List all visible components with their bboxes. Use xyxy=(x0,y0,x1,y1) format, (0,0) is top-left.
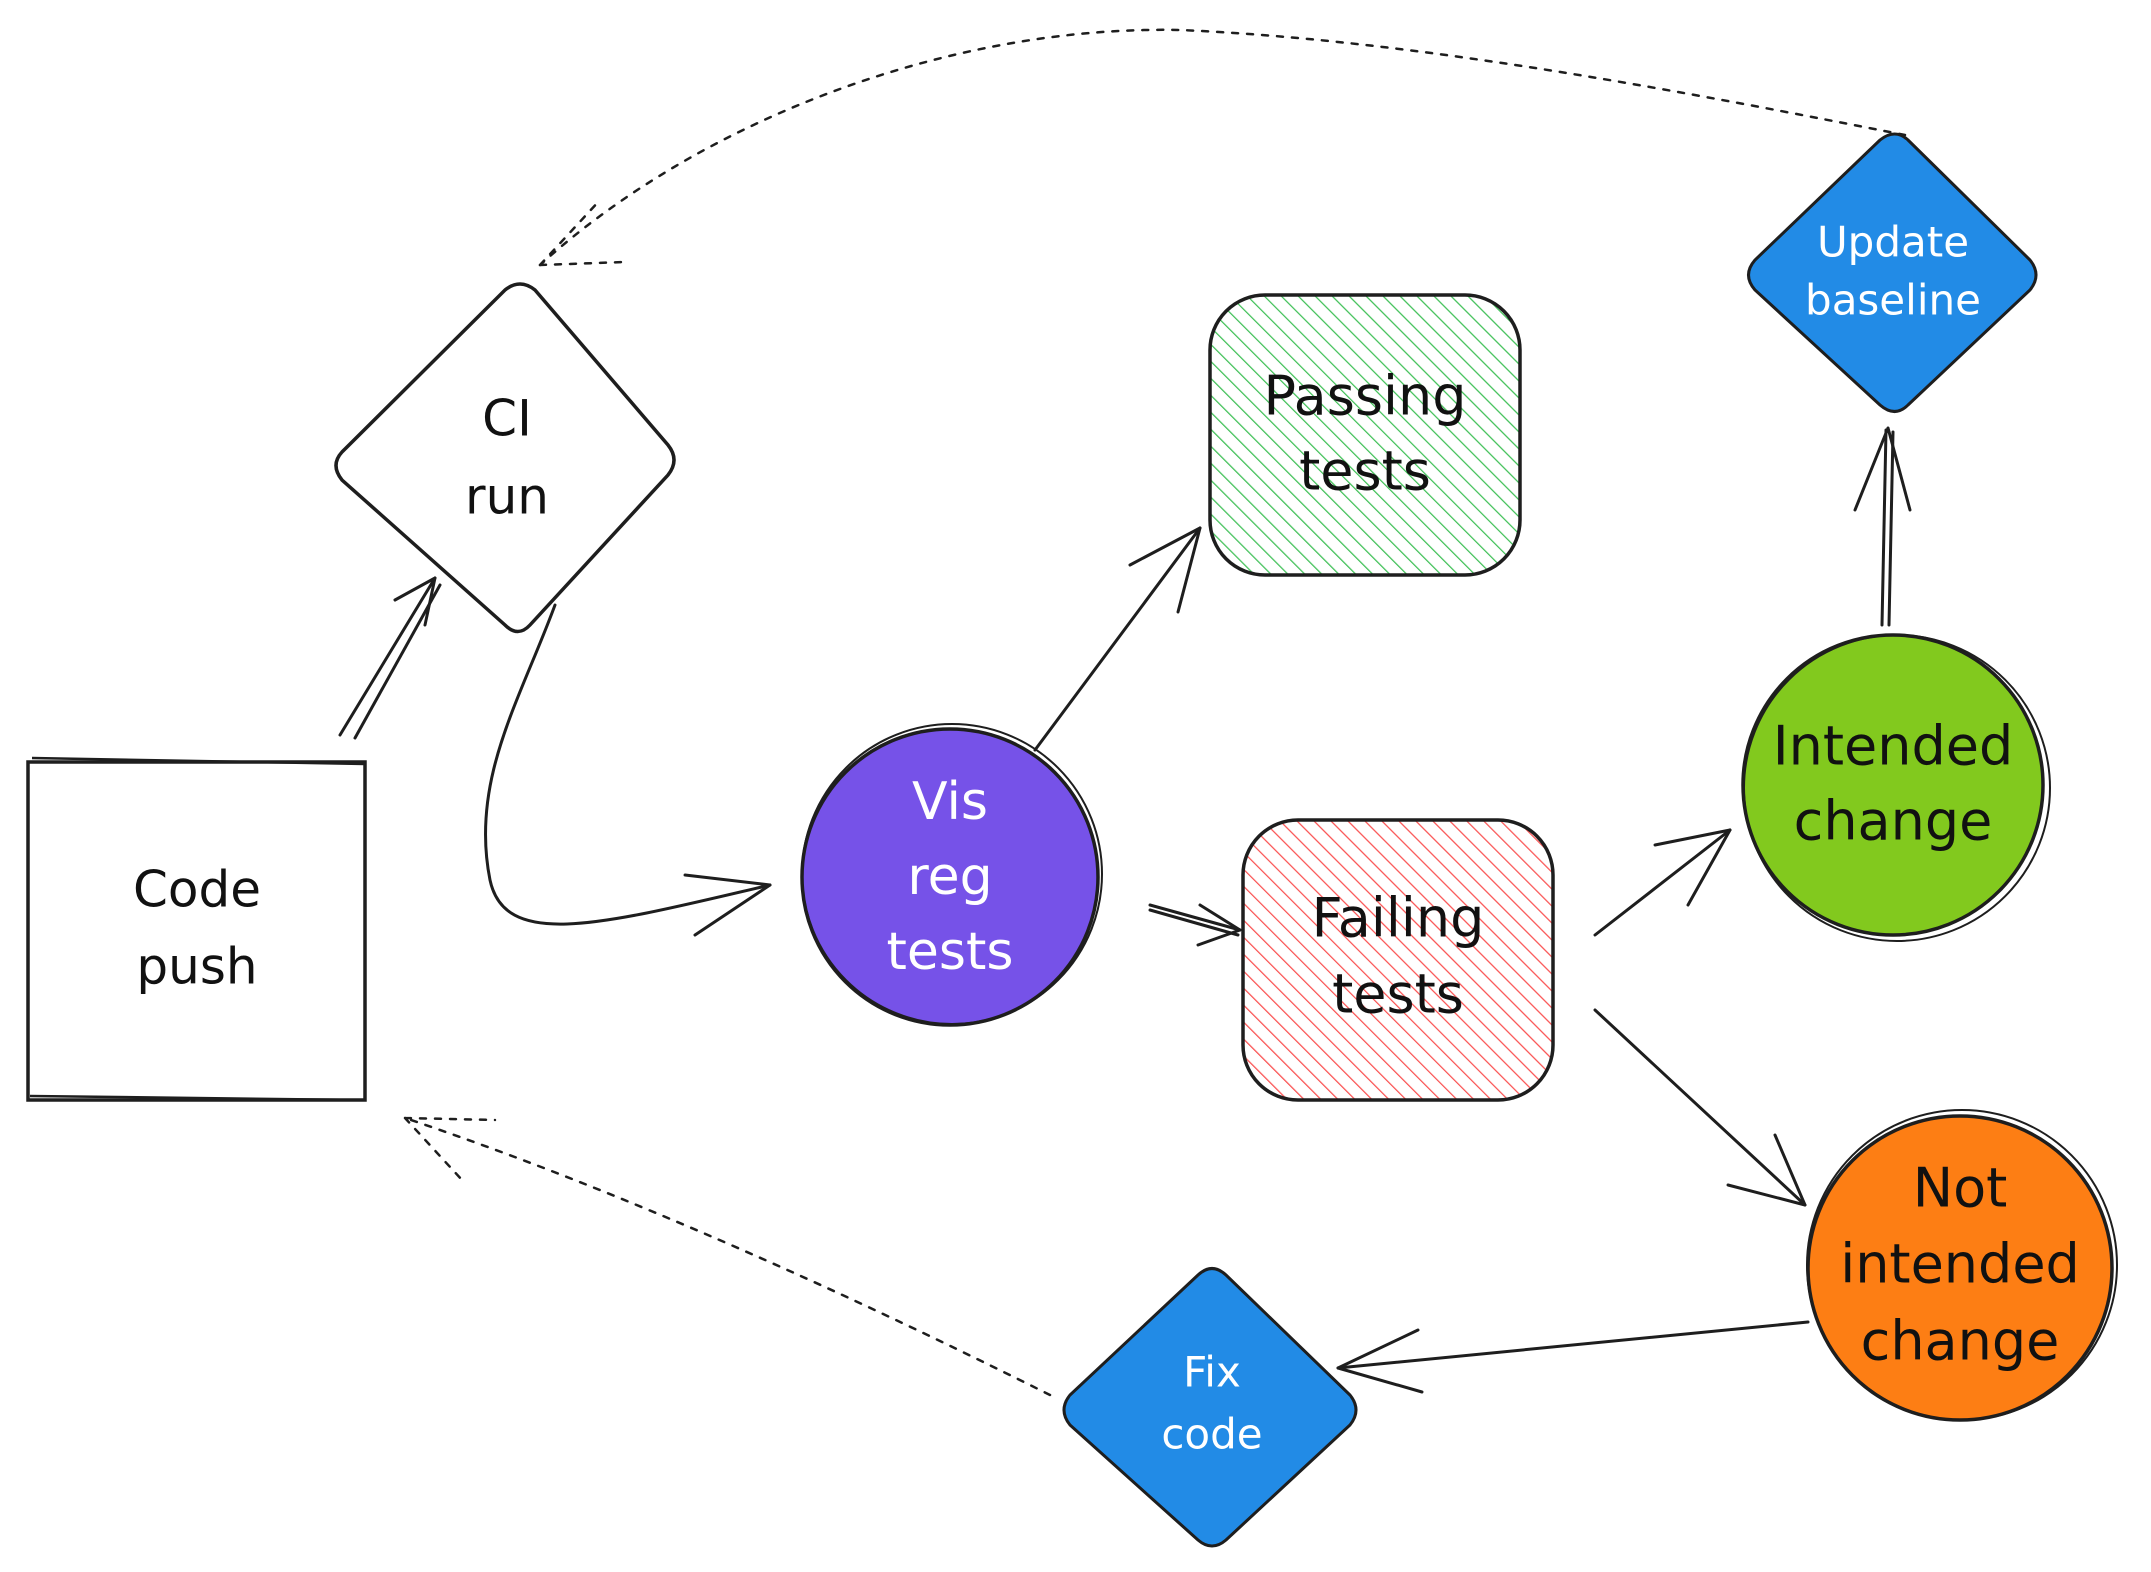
node-update-baseline[interactable]: Update baseline xyxy=(1747,132,2038,413)
ci-run-label-line2: run xyxy=(465,468,549,526)
arrow-visreg-to-passing xyxy=(1033,526,1202,752)
fix-code-label-line2: code xyxy=(1161,1410,1262,1459)
arrow-failing-to-intended xyxy=(1593,828,1732,937)
failing-label-line2: tests xyxy=(1332,963,1464,1026)
passing-label-line2: tests xyxy=(1299,440,1431,503)
arrow-intended-to-update xyxy=(1853,426,1912,627)
node-fix-code[interactable]: Fix code xyxy=(1062,1267,1358,1548)
vis-reg-label-line1: Vis xyxy=(912,772,988,832)
arrow-failing-to-not-intended xyxy=(1593,1008,1807,1207)
arrow-ci-to-visreg xyxy=(483,603,772,937)
dashed-arrow-update-to-ci xyxy=(538,28,1907,267)
connectors xyxy=(338,28,1912,1397)
arrow-code-push-to-ci xyxy=(338,576,442,740)
code-push-label-line2: push xyxy=(136,938,257,996)
passing-label-line1: Passing xyxy=(1263,365,1466,428)
update-baseline-label-line2: baseline xyxy=(1805,276,1981,325)
node-passing-tests[interactable]: Passing tests xyxy=(1208,293,1522,577)
node-failing-tests[interactable]: Failing tests xyxy=(1241,818,1555,1102)
dashed-arrow-fix-to-code-push xyxy=(403,1116,1052,1397)
node-vis-reg-tests[interactable]: Vis reg tests xyxy=(800,723,1103,1027)
arrow-not-intended-to-fix xyxy=(1336,1320,1810,1394)
fix-code-label-line1: Fix xyxy=(1183,1348,1241,1397)
node-ci-run[interactable]: CI run xyxy=(334,282,676,634)
vis-reg-label-line2: reg xyxy=(907,847,992,907)
failing-label-line1: Failing xyxy=(1312,887,1485,950)
code-push-label-line1: Code xyxy=(133,861,261,919)
arrow-visreg-to-failing xyxy=(1148,903,1242,947)
not-intended-label-line3: change xyxy=(1861,1310,2060,1373)
node-intended-change[interactable]: Intended change xyxy=(1741,633,2051,942)
node-not-intended-change[interactable]: Not intended change xyxy=(1806,1109,2118,1422)
intended-label-line1: Intended xyxy=(1773,715,2014,778)
vis-reg-label-line3: tests xyxy=(887,922,1014,982)
update-baseline-label-line1: Update xyxy=(1817,218,1969,267)
node-code-push[interactable]: Code push xyxy=(26,756,367,1102)
not-intended-label-line2: intended xyxy=(1840,1233,2080,1296)
ci-run-label-line1: CI xyxy=(482,390,532,448)
not-intended-label-line1: Not xyxy=(1913,1157,2008,1220)
intended-label-line2: change xyxy=(1794,790,1993,853)
